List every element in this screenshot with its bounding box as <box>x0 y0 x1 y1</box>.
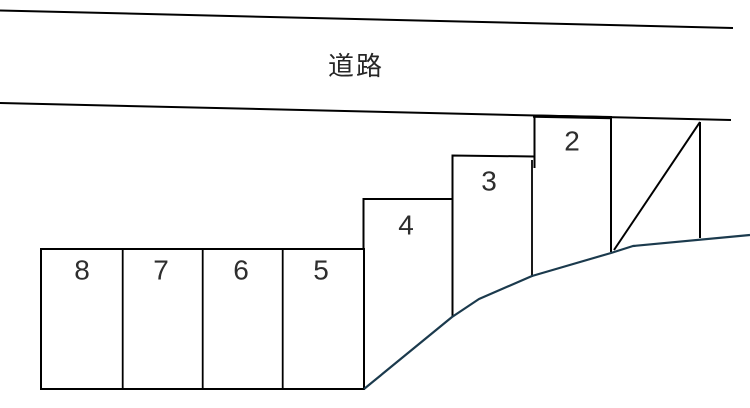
space-6-label: 6 <box>233 255 249 286</box>
road-label: 道路 <box>328 51 384 81</box>
road-bottom-line <box>0 102 732 121</box>
terrain-boundary-line <box>363 233 750 390</box>
space-5-label: 5 <box>313 255 329 286</box>
space-7-label: 7 <box>153 255 169 286</box>
parking-row-outline <box>40 248 365 390</box>
space-2-top-edge <box>532 114 613 120</box>
road-top-line <box>0 9 734 29</box>
space-3-top-outline <box>451 154 535 199</box>
space-4-outline <box>362 198 454 317</box>
space-3-label: 3 <box>481 166 497 197</box>
unmarked-space-diagonal <box>613 121 701 251</box>
space-8-label: 8 <box>74 255 90 286</box>
space-2-label: 2 <box>564 126 580 157</box>
space-4-label: 4 <box>398 210 414 241</box>
